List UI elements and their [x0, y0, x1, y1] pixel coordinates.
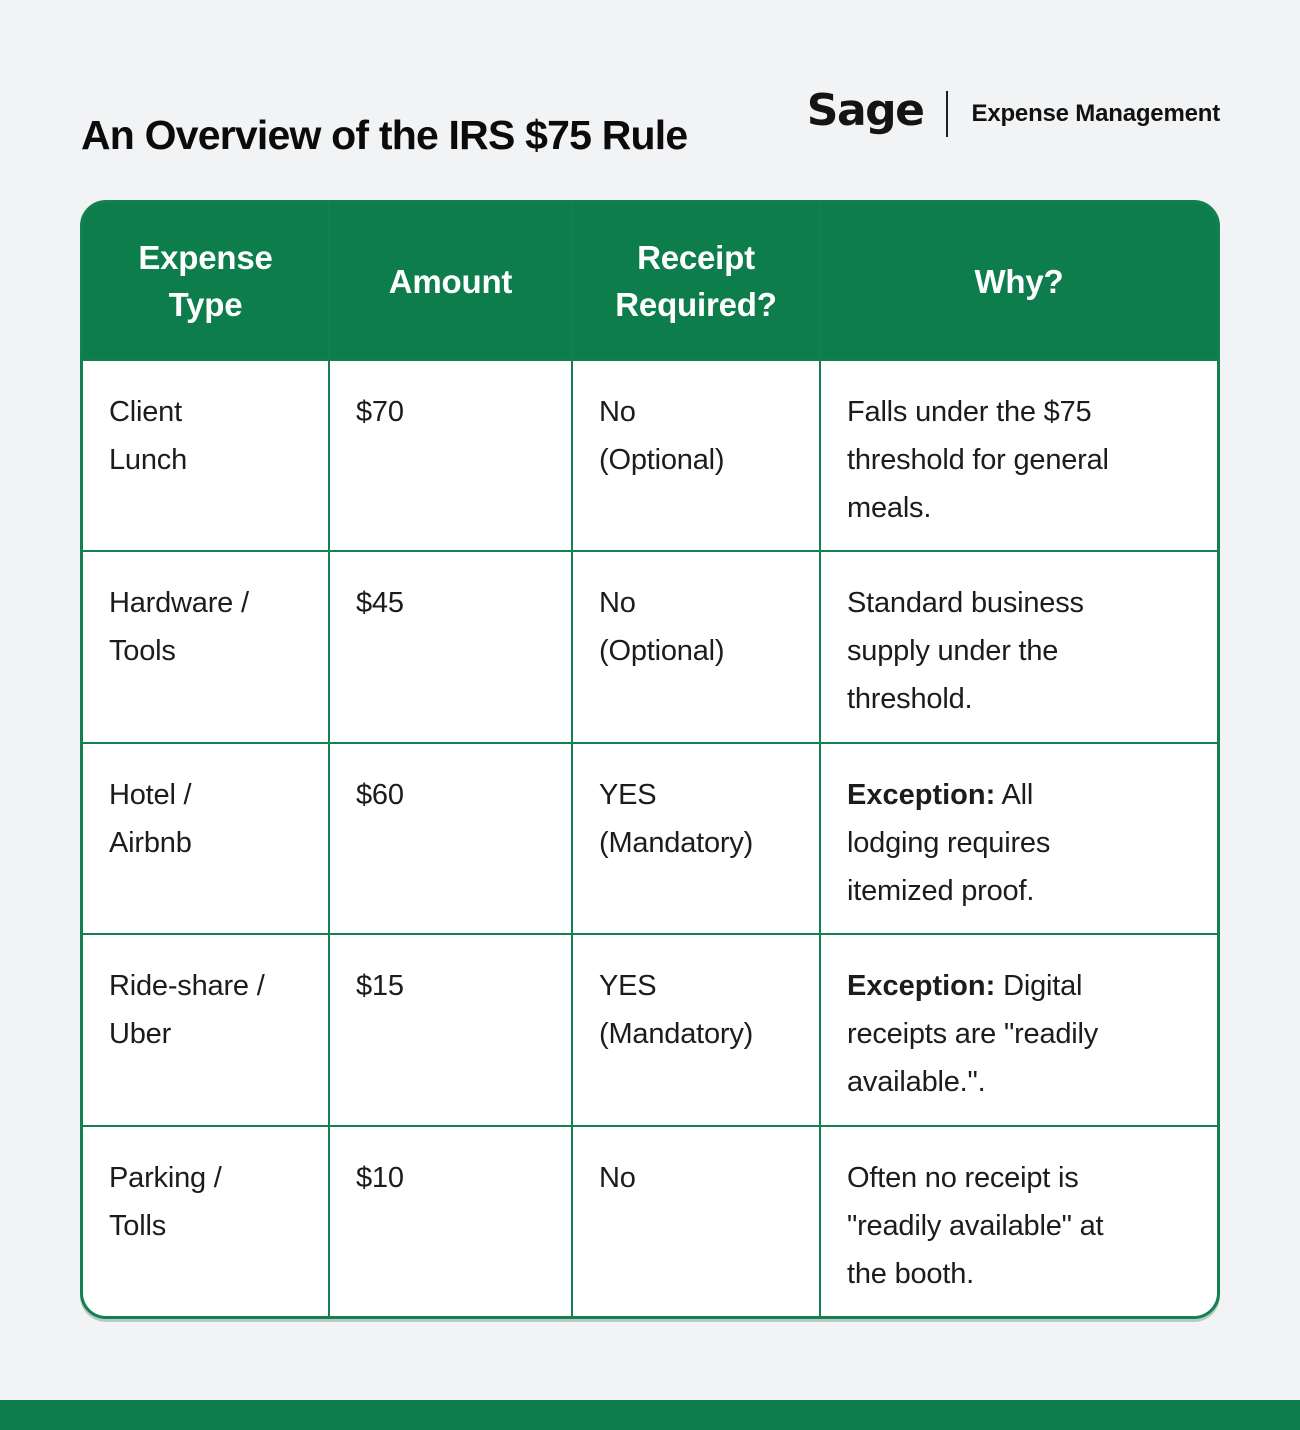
cell-why-text: Digital receipts are "readily available.…: [847, 970, 1099, 1099]
cell-why-text: Falls under the $75 threshold for genera…: [847, 396, 1109, 524]
column-header-expense-type: Expense Type: [83, 203, 328, 359]
cell-why-text: All lodging requires itemized proof.: [847, 778, 1051, 907]
cell-amount: $70: [330, 361, 571, 551]
cell-why: Often no receipt is "readily available" …: [821, 1126, 1217, 1316]
cell-expense-type: Hardware / Tools: [83, 552, 328, 742]
cell-receipt: No (Optional): [573, 552, 819, 742]
brand-lockup: Sage Expense Management: [807, 82, 1220, 146]
brand-divider: [945, 91, 948, 137]
column-header-receipt-required: Receipt Required?: [573, 203, 819, 359]
cell-amount: $60: [330, 743, 571, 934]
cell-expense-type: Client Lunch: [83, 361, 328, 551]
cell-expense-type: Ride-share / Uber: [83, 935, 328, 1125]
cell-amount: $15: [330, 935, 571, 1125]
cell-expense-type: Parking / Tolls: [83, 1126, 328, 1316]
cell-amount: $10: [330, 1126, 571, 1316]
cell-why-bold: Exception:: [847, 970, 996, 1003]
page-title: An Overview of the IRS $75 Rule: [81, 112, 688, 159]
column-header-amount: Amount: [330, 203, 571, 359]
footer-accent-bar: [0, 1400, 1300, 1430]
cell-why-text: Often no receipt is "readily available" …: [847, 1161, 1104, 1290]
cell-receipt: YES (Mandatory): [573, 935, 819, 1125]
cell-why: Falls under the $75 threshold for genera…: [821, 361, 1217, 551]
cell-receipt: No (Optional): [573, 361, 819, 551]
cell-expense-type: Hotel / Airbnb: [83, 743, 328, 934]
sage-logo: Sage: [806, 85, 925, 136]
cell-why-bold: Exception:: [847, 778, 996, 811]
cell-why-text: Standard business supply under the thres…: [847, 587, 1084, 716]
brand-product-label: Expense Management: [971, 100, 1221, 127]
cell-receipt: YES (Mandatory): [573, 743, 819, 934]
cell-amount: $45: [330, 552, 571, 742]
cell-why: Exception: Digital receipts are "readily…: [821, 935, 1217, 1125]
cell-receipt: No: [573, 1126, 819, 1316]
irs-75-rule-table: Expense Type Amount Receipt Required? Wh…: [80, 200, 1220, 1319]
cell-why: Standard business supply under the thres…: [821, 552, 1217, 742]
column-header-why: Why?: [821, 203, 1217, 359]
cell-why: Exception: All lodging requires itemized…: [821, 743, 1217, 934]
